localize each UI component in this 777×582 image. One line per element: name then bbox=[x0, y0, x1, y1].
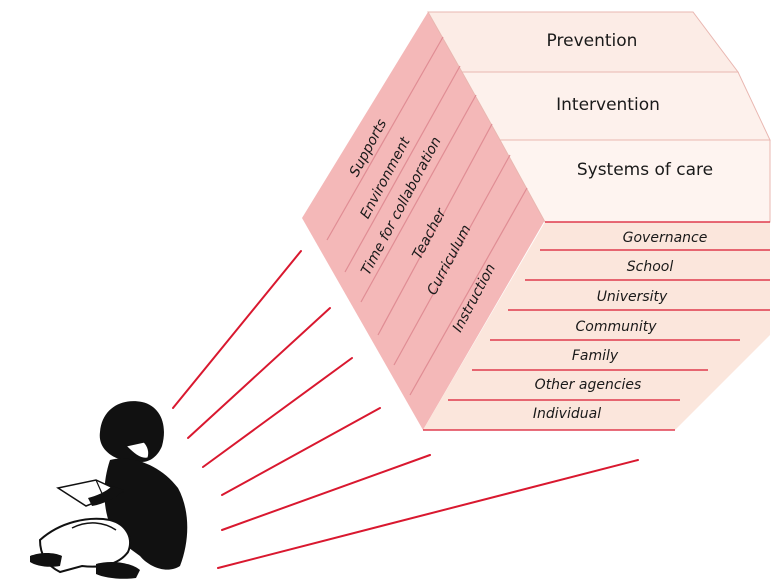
left-face bbox=[302, 12, 545, 430]
level-label-prevention: Prevention bbox=[547, 31, 638, 51]
stakeholder-university: University bbox=[597, 289, 668, 305]
stakeholder-community: Community bbox=[575, 319, 657, 335]
top-band-systems bbox=[499, 139, 771, 223]
reading-person-icon bbox=[30, 401, 188, 579]
level-label-systems-of-care: Systems of care bbox=[577, 160, 713, 180]
perspective-rays bbox=[172, 250, 639, 569]
stakeholder-individual: Individual bbox=[533, 406, 601, 422]
level-label-intervention: Intervention bbox=[556, 95, 660, 115]
right-face bbox=[423, 222, 770, 430]
stakeholder-other-agencies: Other agencies bbox=[535, 377, 642, 393]
stakeholder-school: School bbox=[627, 259, 674, 275]
left-face-dividers bbox=[326, 36, 528, 396]
stakeholder-family: Family bbox=[572, 348, 619, 364]
stakeholder-governance: Governance bbox=[623, 230, 708, 246]
right-face-rules bbox=[423, 221, 770, 431]
